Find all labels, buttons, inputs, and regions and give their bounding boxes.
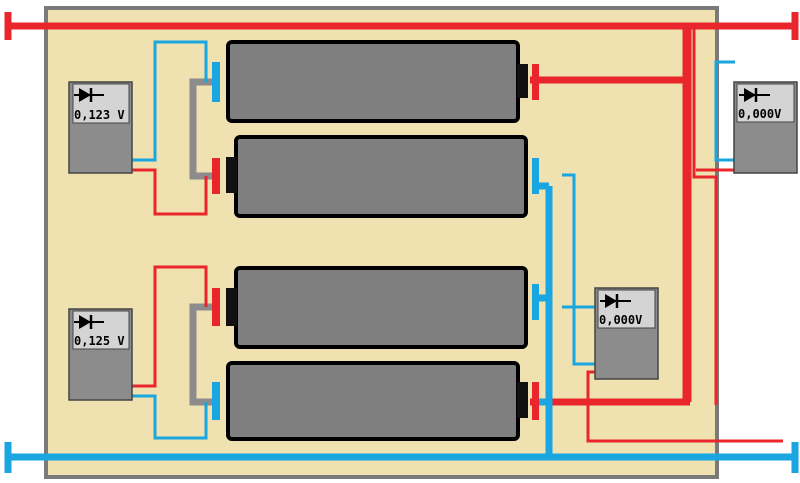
meter-reading: 0,000V (599, 313, 642, 327)
diode-icon (739, 88, 770, 102)
battery-3 (212, 266, 539, 349)
negative-riser (539, 182, 553, 457)
positive-riser (530, 26, 718, 406)
battery-body (234, 266, 528, 349)
negative-terminal (212, 62, 220, 102)
meter-reading: 0,125 V (74, 334, 125, 348)
negative-busbar (4, 442, 799, 473)
meter-reading: 0,000V (738, 107, 781, 121)
battery-2 (212, 135, 539, 218)
battery-body (226, 40, 520, 123)
positive-terminal (532, 64, 539, 100)
diode-icon (600, 294, 631, 308)
battery-positive-cap (226, 157, 237, 193)
multimeter-2: 0,125 V (68, 308, 133, 401)
negative-terminal (212, 382, 220, 420)
probe-wires (131, 40, 783, 443)
positive-busbar (4, 12, 799, 40)
series-bridge-top (189, 78, 212, 180)
positive-terminal (212, 158, 220, 194)
multimeter-3: 0,000V (594, 287, 659, 380)
meter-reading: 0,123 V (74, 108, 125, 122)
negative-terminal (532, 284, 539, 320)
battery-positive-cap (517, 382, 528, 418)
multimeter-4: 0,000V (733, 81, 798, 174)
diode-icon (74, 315, 104, 329)
battery-positive-cap (226, 288, 237, 326)
battery-body (226, 361, 520, 441)
series-bridge-bottom (189, 303, 212, 406)
battery-4 (212, 361, 539, 441)
battery-body (234, 135, 528, 218)
battery-positive-cap (517, 64, 528, 98)
diode-icon (74, 88, 104, 102)
battery-1 (212, 40, 539, 123)
positive-terminal (532, 382, 539, 420)
positive-terminal (212, 288, 220, 326)
multimeter-1: 0,123 V (68, 81, 133, 174)
negative-terminal (532, 158, 539, 194)
